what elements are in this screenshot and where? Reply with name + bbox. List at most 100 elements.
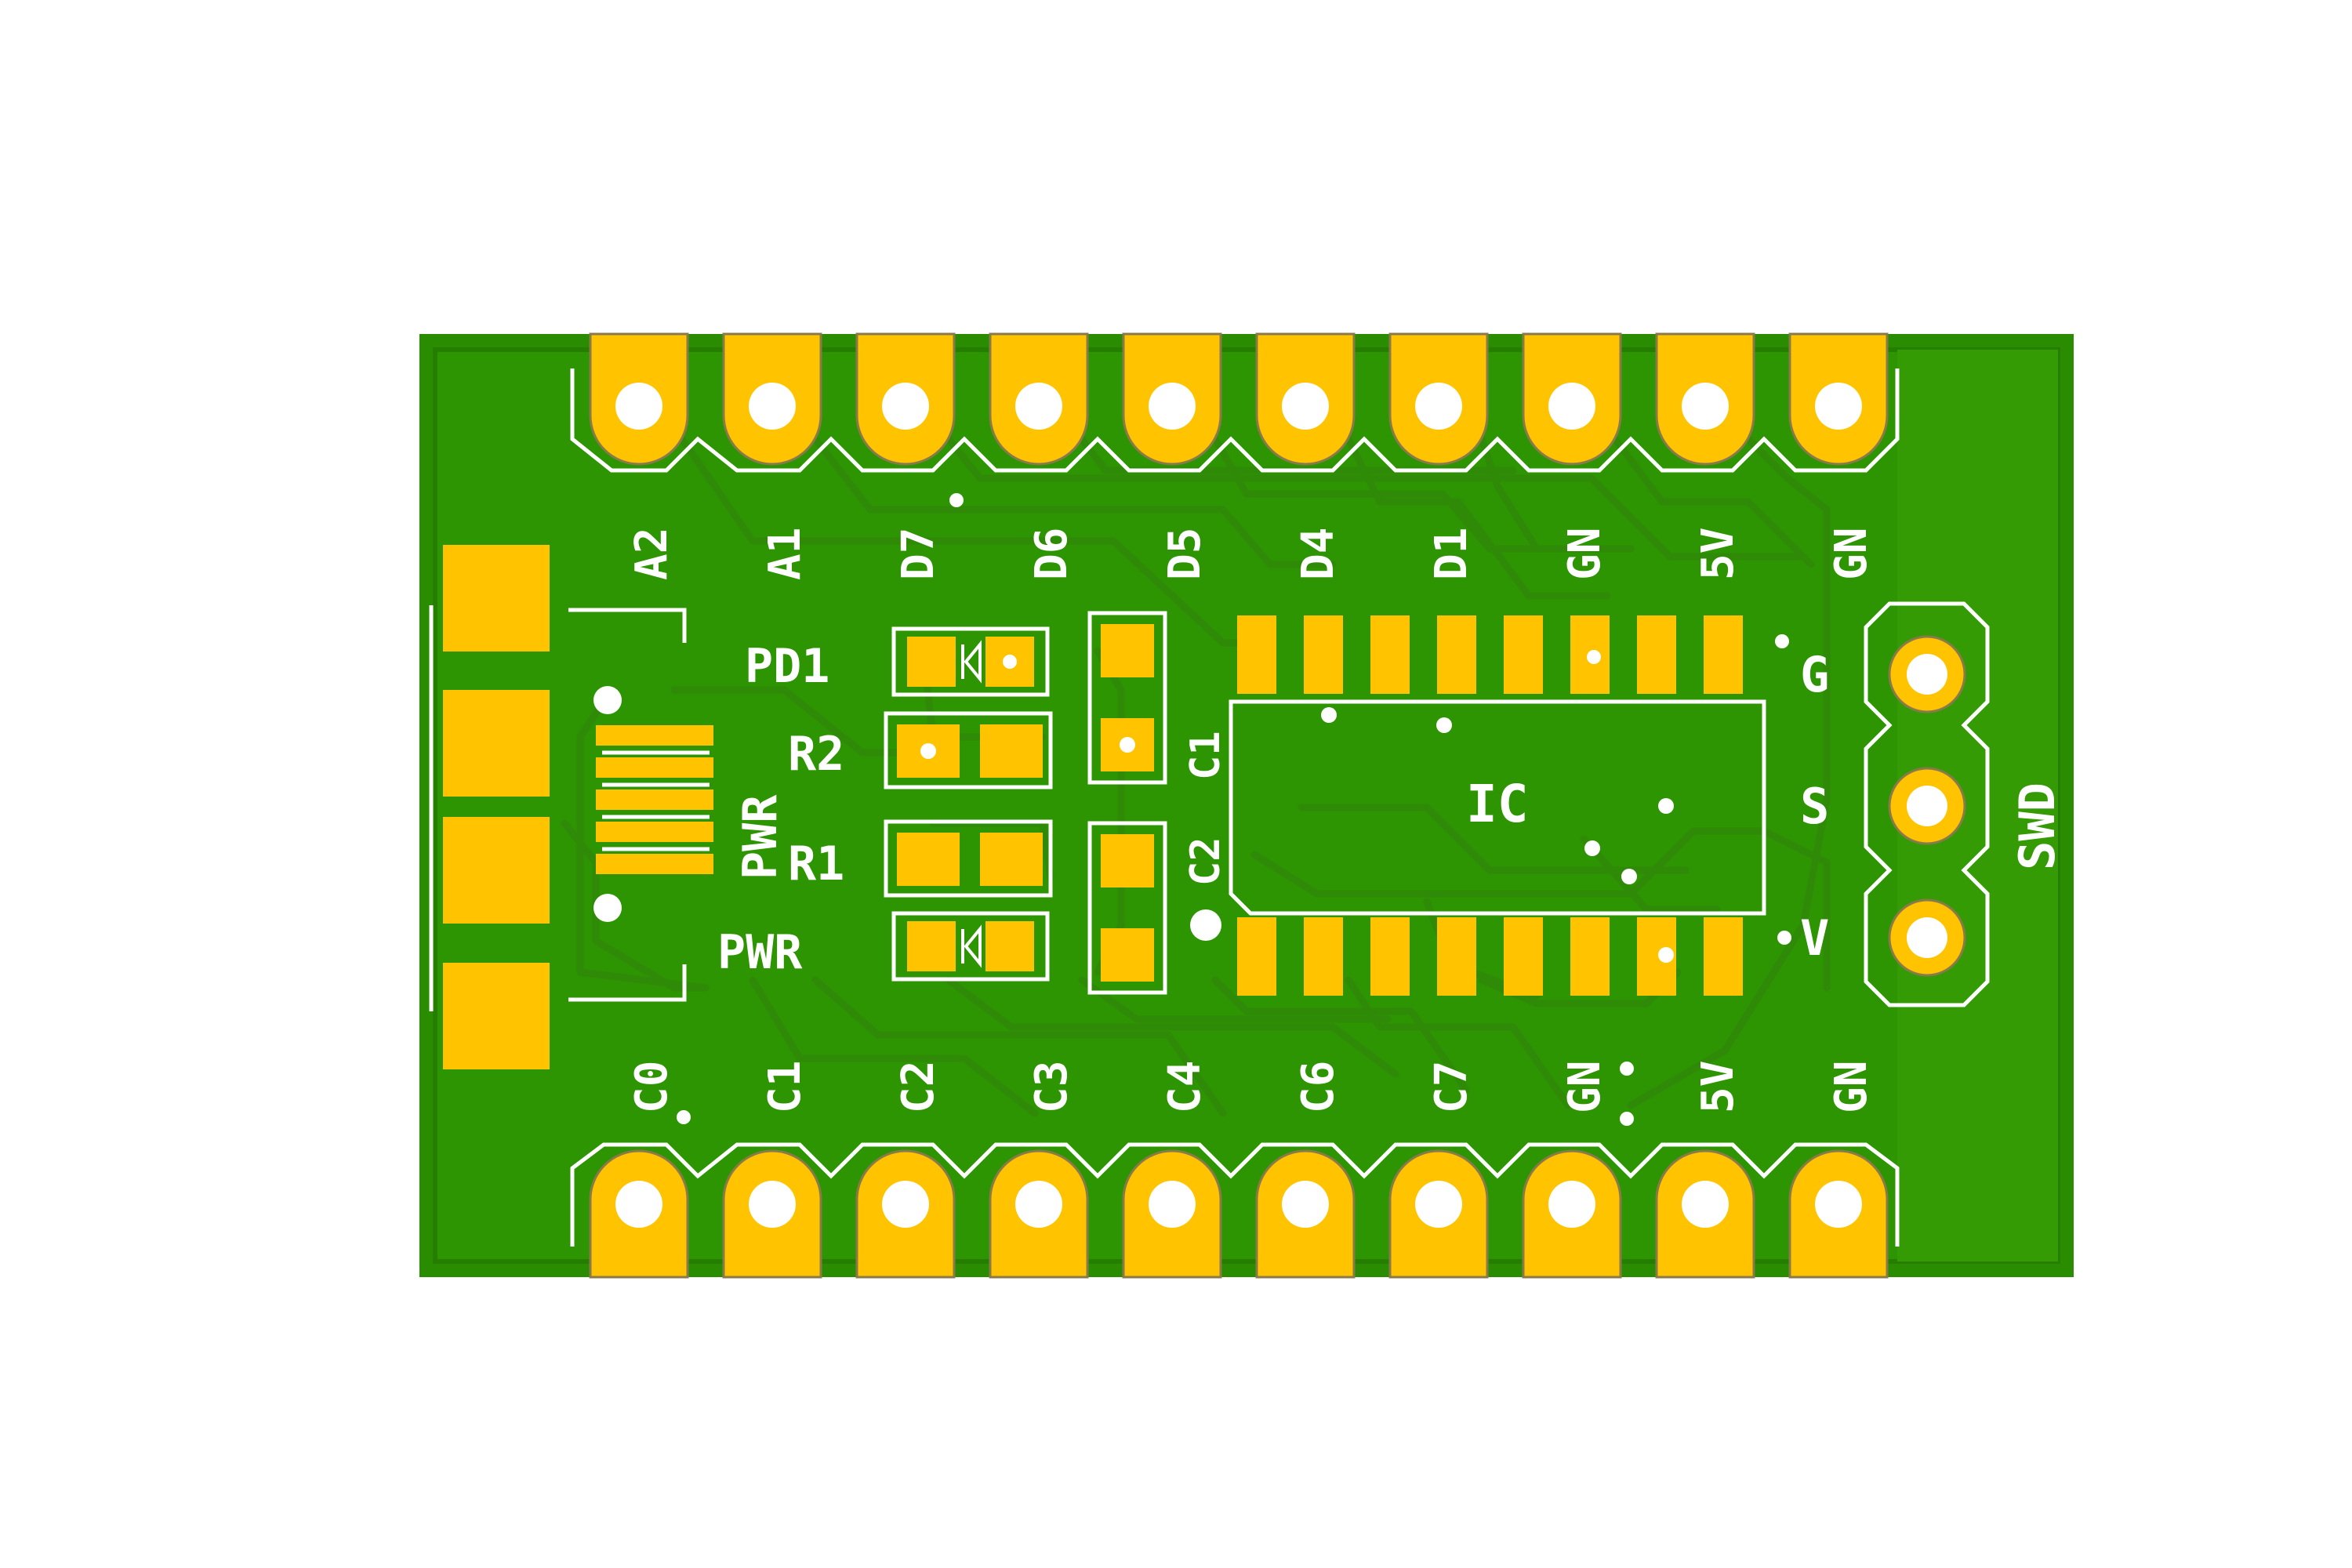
bottom-label-2: C1 bbox=[760, 1061, 811, 1113]
bottom-pin-2[interactable] bbox=[722, 1149, 822, 1279]
ic-pin-top-8[interactable] bbox=[1704, 615, 1743, 694]
c2-pad-1[interactable] bbox=[1101, 834, 1154, 887]
top-pin-8[interactable] bbox=[1522, 332, 1622, 466]
swd-pin-s[interactable] bbox=[1888, 767, 1966, 845]
bottom-header-outline bbox=[570, 1142, 1900, 1247]
usb-signal-pad-5[interactable] bbox=[596, 854, 713, 874]
swd-pin-label-v: V bbox=[1800, 909, 1829, 967]
bottom-header-pins bbox=[589, 1149, 1889, 1279]
top-pin-4[interactable] bbox=[989, 332, 1089, 466]
ic-pin-top-7[interactable] bbox=[1637, 615, 1676, 694]
bottom-label-5: C4 bbox=[1160, 1061, 1210, 1113]
pwr-led: PWR bbox=[717, 911, 1050, 982]
ic-chip: IC bbox=[1229, 615, 1766, 996]
top-pin-3[interactable] bbox=[855, 332, 956, 466]
usb-mount-hole-top bbox=[593, 686, 622, 714]
top-pin-5[interactable] bbox=[1122, 332, 1222, 466]
usb-signal-pad-2[interactable] bbox=[596, 757, 713, 778]
ic-pin-top-4[interactable] bbox=[1437, 615, 1476, 694]
usb-signal-pad-4[interactable] bbox=[596, 822, 713, 842]
c1-pad-1[interactable] bbox=[1101, 624, 1154, 677]
r2-pad-2[interactable] bbox=[980, 724, 1043, 778]
top-header-pins bbox=[589, 332, 1889, 466]
c2-pad-2[interactable] bbox=[1101, 928, 1154, 982]
bottom-label-4: C3 bbox=[1026, 1061, 1077, 1113]
usb-mount-hole-bottom bbox=[593, 894, 622, 922]
ic-pin-bottom-3[interactable] bbox=[1370, 917, 1410, 996]
r1-pad-1[interactable] bbox=[897, 833, 960, 886]
usb-shield-pad-1[interactable] bbox=[443, 545, 550, 652]
swd-pin-label-s: S bbox=[1800, 778, 1829, 835]
top-pin-labels: A2 A1 D7 D6 D5 D4 D1 GN 5V GN bbox=[626, 528, 1877, 580]
ic-pin-bottom-2[interactable] bbox=[1304, 917, 1343, 996]
pwr-led-pad-1[interactable] bbox=[907, 921, 956, 971]
r1-pad-2[interactable] bbox=[980, 833, 1043, 886]
top-pin-1[interactable] bbox=[589, 332, 689, 466]
r1-label: R1 bbox=[788, 837, 844, 891]
usb-signal-pad-1[interactable] bbox=[596, 725, 713, 746]
bottom-pin-1[interactable] bbox=[589, 1149, 689, 1279]
top-pin-6[interactable] bbox=[1255, 332, 1356, 466]
swd-pin-v[interactable] bbox=[1888, 898, 1966, 977]
top-pin-2[interactable] bbox=[722, 332, 822, 466]
top-header-outline bbox=[570, 368, 1900, 473]
ic-pin-top-1[interactable] bbox=[1237, 615, 1276, 694]
ic-pin-bottom-1[interactable] bbox=[1237, 917, 1276, 996]
ic-pin-top-3[interactable] bbox=[1370, 615, 1410, 694]
top-label-10: GN bbox=[1826, 528, 1877, 580]
ic-bottom-pins bbox=[1237, 917, 1743, 996]
bottom-pin-9[interactable] bbox=[1655, 1149, 1755, 1279]
r2-resistor: R2 bbox=[788, 711, 1053, 789]
pd1-diode: PD1 bbox=[745, 626, 1050, 697]
pd1-label: PD1 bbox=[745, 639, 829, 694]
swd-title: SWD bbox=[2009, 782, 2066, 870]
bottom-pin-3[interactable] bbox=[855, 1149, 956, 1279]
vias bbox=[677, 493, 1791, 1126]
pd1-pad-1[interactable] bbox=[907, 637, 956, 687]
top-pin-9[interactable] bbox=[1655, 332, 1755, 466]
pwr-led-pad-2[interactable] bbox=[985, 921, 1034, 971]
top-label-6: D4 bbox=[1293, 528, 1344, 580]
bottom-pin-4[interactable] bbox=[989, 1149, 1089, 1279]
top-label-2: A1 bbox=[760, 528, 811, 580]
pwr-vertical-label: PWR bbox=[733, 794, 788, 880]
swd-connector: G S V SWD bbox=[1800, 601, 2066, 1007]
usb-connector bbox=[429, 545, 713, 1069]
bottom-pin-5[interactable] bbox=[1122, 1149, 1222, 1279]
bottom-pin-10[interactable] bbox=[1788, 1149, 1889, 1279]
bottom-label-6: C6 bbox=[1293, 1061, 1344, 1113]
bottom-pin-6[interactable] bbox=[1255, 1149, 1356, 1279]
ic-pin-top-5[interactable] bbox=[1504, 615, 1543, 694]
usb-shield-pad-2[interactable] bbox=[443, 690, 550, 797]
usb-shield-pad-3[interactable] bbox=[443, 817, 550, 924]
ic-pin-bottom-6[interactable] bbox=[1570, 917, 1610, 996]
pwr-led-label: PWR bbox=[717, 925, 803, 980]
via-near-c2 bbox=[1190, 909, 1221, 941]
bottom-pin-8[interactable] bbox=[1522, 1149, 1622, 1279]
top-label-7: D1 bbox=[1426, 528, 1477, 580]
c2-label: C2 bbox=[1182, 837, 1229, 886]
top-label-8: GN bbox=[1559, 528, 1610, 580]
top-pin-7[interactable] bbox=[1388, 332, 1489, 466]
top-label-1: A2 bbox=[626, 528, 677, 580]
swd-pin-g[interactable] bbox=[1888, 635, 1966, 713]
c1-capacitor: C1 bbox=[1087, 611, 1229, 785]
ic-pin-bottom-5[interactable] bbox=[1504, 917, 1543, 996]
ic-pin-top-2[interactable] bbox=[1304, 615, 1343, 694]
top-label-9: 5V bbox=[1693, 528, 1744, 580]
ic-top-pins bbox=[1237, 615, 1743, 694]
ic-pin-bottom-4[interactable] bbox=[1437, 917, 1476, 996]
usb-signal-pad-3[interactable] bbox=[596, 789, 713, 810]
ic-pin-bottom-8[interactable] bbox=[1704, 917, 1743, 996]
r2-label: R2 bbox=[788, 727, 844, 782]
bottom-label-3: C2 bbox=[893, 1061, 944, 1113]
bottom-label-8: GN bbox=[1559, 1061, 1610, 1113]
top-pin-10[interactable] bbox=[1788, 332, 1889, 466]
top-label-3: D7 bbox=[893, 528, 944, 580]
swd-pin-label-g: G bbox=[1800, 646, 1829, 703]
usb-shield-pad-4[interactable] bbox=[443, 963, 550, 1069]
bottom-pin-7[interactable] bbox=[1388, 1149, 1489, 1279]
bottom-label-1: C0 bbox=[626, 1061, 677, 1113]
top-label-4: D6 bbox=[1026, 528, 1077, 580]
